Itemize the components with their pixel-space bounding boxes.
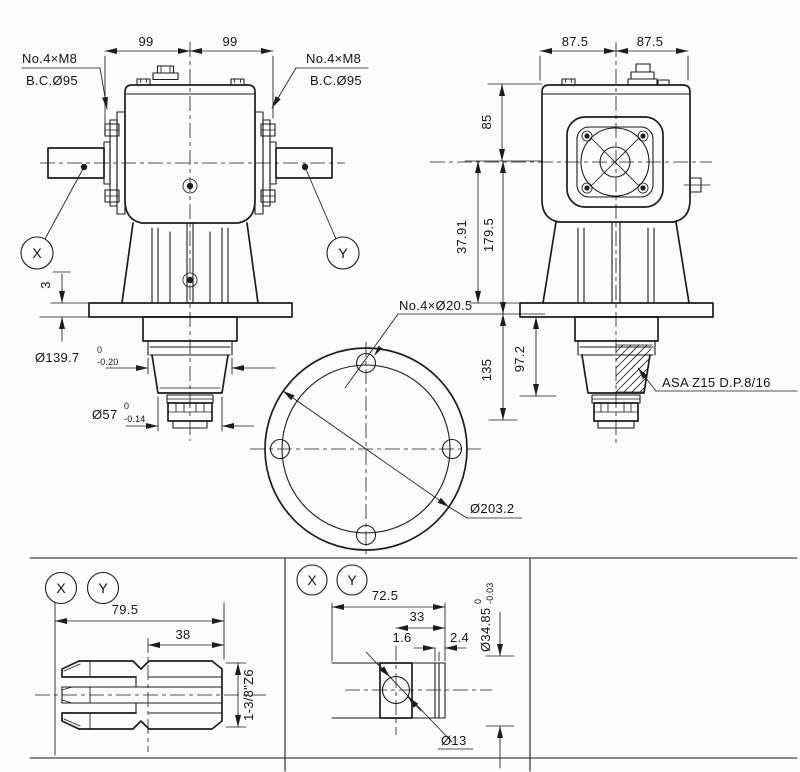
dim-87-left: 87.5 <box>562 34 589 49</box>
dim-1-6: 1.6 <box>393 630 412 645</box>
dim-85: 85 <box>479 114 494 129</box>
dim-hub-dia-value: Ø139.7 <box>35 350 79 365</box>
input-flange-side <box>566 116 664 208</box>
bolt-callout-left-line1: No.4×M8 <box>22 51 77 66</box>
dim-tube-dia-tol-upper: 0 <box>473 599 483 604</box>
dim-2-4: 2.4 <box>450 630 469 645</box>
flange-holes <box>269 352 463 546</box>
dim-spline-overall: 79.5 <box>54 602 225 756</box>
dim-hub-diameter: Ø139.7 0 -0.20 <box>35 345 276 375</box>
front-view: 99 99 No.4×M8 B.C.Ø95 No.4×M8 B.C.Ø95 X <box>20 34 369 441</box>
pedestal-side <box>519 221 714 318</box>
dim-tube-dia-value: Ø34.85 <box>478 608 493 652</box>
balloon-y-label: Y <box>98 580 108 596</box>
dim-87-right: 87.5 <box>637 34 664 49</box>
dim-spline-length: 38 <box>147 627 225 648</box>
side-view: ASA Z15 D.P.8/16 87.5 87.5 85 37.91 179.… <box>430 34 798 444</box>
dim-yoke-hole: Ø13 <box>365 651 474 750</box>
dim-spline-spec: 1-3/8"Z6 <box>225 662 256 728</box>
dim-3: 3 <box>38 281 53 289</box>
dim-135: 135 <box>479 359 494 382</box>
dim-shaft-dia-value: Ø57 <box>92 407 117 422</box>
mounting-flange-side <box>519 302 714 318</box>
front-top-dimensions: 99 99 <box>104 34 274 133</box>
oil-plug-lower <box>182 272 198 288</box>
oil-plug-upper <box>182 178 198 194</box>
balloon-x-front: X <box>20 163 88 270</box>
holes-label: No.4×Ø20.5 <box>399 298 472 313</box>
balloon-y-label: Y <box>347 572 357 588</box>
dim-99-left: 99 <box>138 34 153 49</box>
dim-yoke-slot: 1.6 2.4 <box>393 630 469 662</box>
bolt-circle-diameter: Ø203.2 <box>470 501 514 516</box>
detail-yoke-panel: X Y 72.5 33 1.6 2.4 <box>296 564 515 769</box>
dim-yoke-overall: 72.5 <box>331 588 446 662</box>
balloon-y-front: Y <box>301 163 360 270</box>
dim-shaft-diameter: Ø57 0 -0.14 <box>92 396 255 432</box>
flange-view: Ø203.2 No.4×Ø20.5 <box>250 298 546 556</box>
dim-yoke-hub: 33 <box>395 609 446 631</box>
spline-spec: 1-3/8"Z6 <box>241 669 256 721</box>
spline-shaft-drawing <box>61 660 223 730</box>
spline-section-hatch <box>615 344 653 393</box>
input-flange-bolts <box>581 130 649 194</box>
balloon-x-label: X <box>32 245 42 261</box>
balloon-x-label: X <box>307 572 317 588</box>
side-vertical-dimensions: 85 37.91 179.5 135 97.2 <box>454 83 557 421</box>
bolt-callout-right-line1: No.4×M8 <box>306 51 361 66</box>
bolt-callout-left-line2: B.C.Ø95 <box>26 73 78 88</box>
shaft-y <box>275 147 333 179</box>
dim-97-2: 97.2 <box>512 346 527 373</box>
dim-yoke-diameter: Ø34.85 0 -0.03 <box>473 582 515 769</box>
mounting-flange-front <box>88 302 293 318</box>
output-hub-side <box>574 316 659 429</box>
dim-hub-dia-tol-upper: 0 <box>97 345 102 355</box>
dim-hub-dia-tol-lower: -0.20 <box>97 357 119 367</box>
balloon-x-yoke: X <box>296 564 328 596</box>
front-view-centerlines <box>40 42 345 441</box>
balloon-y-label: Y <box>338 245 348 261</box>
bolt-callout-right-line2: B.C.Ø95 <box>310 73 362 88</box>
dim-tube-dia-tol-lower: -0.03 <box>485 582 495 604</box>
holes-callout: No.4×Ø20.5 <box>344 298 546 389</box>
dim-179-5: 179.5 <box>481 218 496 252</box>
dim-99-right: 99 <box>222 34 237 49</box>
dim-shaft-dia-tol-upper: 0 <box>124 401 129 411</box>
dim-37-91: 37.91 <box>454 220 469 254</box>
detail-table <box>29 557 798 772</box>
dim-flange-step: 3 <box>38 271 167 342</box>
dim-shaft-dia-tol-lower: -0.14 <box>124 414 146 424</box>
dim-79-5: 79.5 <box>112 602 139 617</box>
gearbox-body-side <box>541 63 711 223</box>
balloon-y-spline: Y <box>86 571 120 605</box>
side-top-dimensions: 87.5 87.5 <box>539 34 689 81</box>
balloon-x-spline: X <box>44 571 78 605</box>
bolt-callout-left: No.4×M8 B.C.Ø95 <box>21 51 108 110</box>
balloon-y-yoke: Y <box>336 564 368 596</box>
yoke-drawing <box>331 662 446 719</box>
output-hub-front <box>142 316 238 429</box>
dim-33: 33 <box>409 609 424 624</box>
dim-38: 38 <box>175 627 190 642</box>
dim-hole-dia: Ø13 <box>441 733 466 748</box>
dim-72-5: 72.5 <box>372 588 399 603</box>
spline-label: ASA Z15 D.P.8/16 <box>662 375 771 390</box>
spline-callout: ASA Z15 D.P.8/16 <box>637 367 798 392</box>
detail-spline-panel: X Y 79.5 38 1-3/8 <box>35 571 268 756</box>
shaft-x <box>47 147 105 179</box>
pedestal-front <box>88 222 293 318</box>
bolt-callout-right: No.4×M8 B.C.Ø95 <box>271 51 369 109</box>
balloon-x-label: X <box>56 580 66 596</box>
